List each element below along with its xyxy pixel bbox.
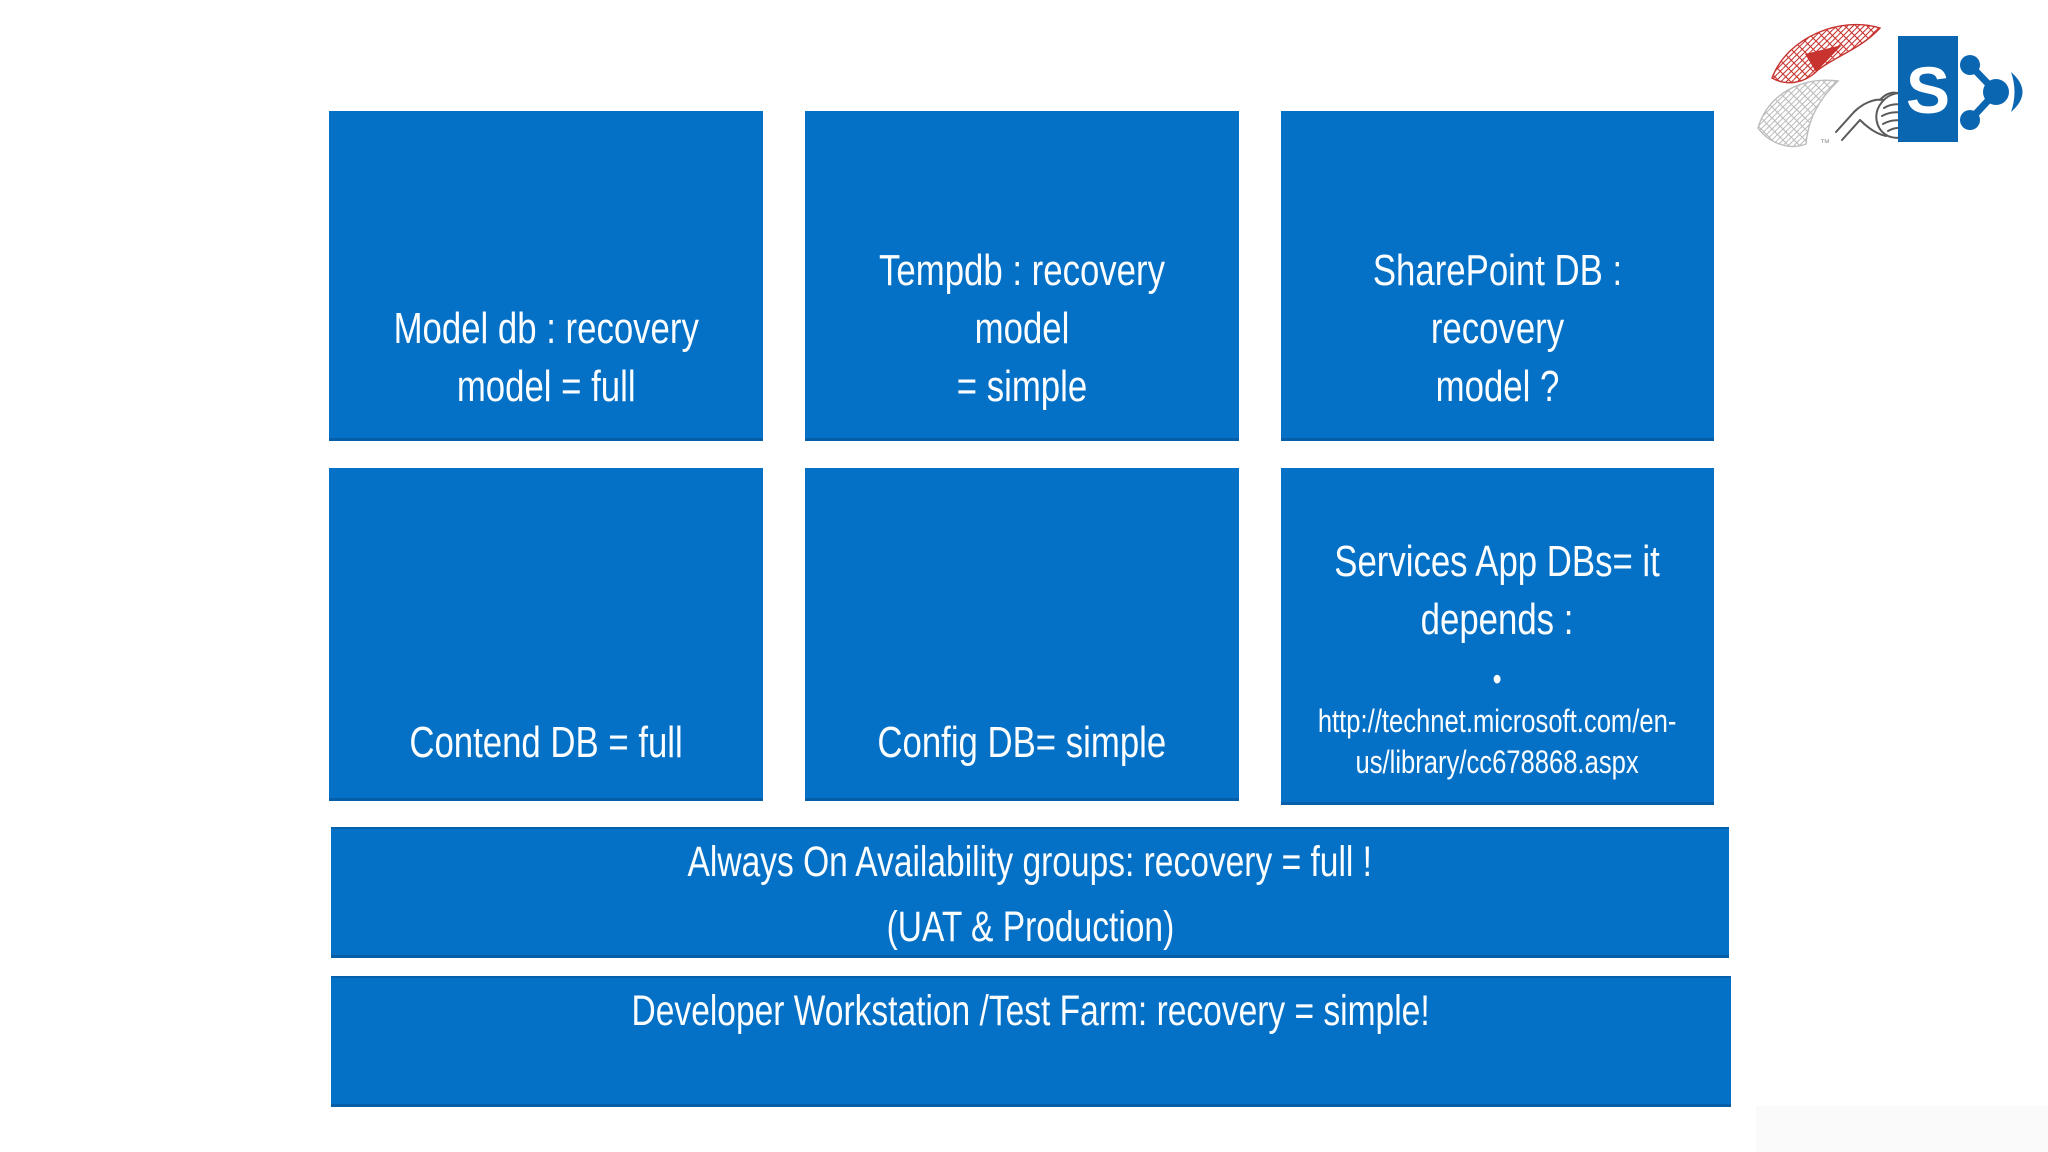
banner-dev-workstation: Developer Workstation /Test Farm: recove…: [331, 976, 1731, 1107]
box-config-db: Config DB= simple: [805, 468, 1239, 801]
banner-line: (UAT & Production): [886, 903, 1174, 951]
banner-line: Developer Workstation /Test Farm: recove…: [631, 987, 1431, 1035]
box-caption: Contend DB = full: [409, 717, 683, 767]
banner-alwayson: Always On Availability groups: recovery …: [331, 827, 1729, 958]
box-services-app-db: Services App DBs= it depends : • http://…: [1281, 468, 1714, 805]
box-caption: Config DB= simple: [877, 717, 1167, 767]
box-caption: Tempdb : recovery model = simple: [879, 245, 1165, 411]
banner-line: Always On Availability groups: recovery …: [687, 838, 1373, 886]
box-caption: SharePoint DB : recovery model ?: [1372, 245, 1623, 411]
technet-url-bullet: • http://technet.microsoft.com/en- us/li…: [1318, 661, 1677, 781]
box-sharepoint-db: SharePoint DB : recovery model ?: [1281, 111, 1714, 441]
logo-group: S: [1750, 8, 2046, 166]
sharepoint-icon: S: [1898, 36, 2023, 142]
sql-server-icon: [1757, 23, 1882, 148]
share-network-icon: [1960, 55, 2023, 130]
box-tempdb: Tempdb : recovery model = simple: [805, 111, 1239, 441]
corner-overlay: [1756, 1106, 2048, 1152]
box-content-db: Contend DB = full: [329, 468, 763, 801]
box-caption: Services App DBs= it depends :: [1334, 537, 1661, 645]
sharepoint-letter: S: [1906, 53, 1950, 127]
trademark-symbol: ™: [1820, 138, 1830, 149]
box-caption: Model db : recovery model = full: [393, 303, 699, 411]
box-model-db: Model db : recovery model = full: [329, 111, 763, 441]
